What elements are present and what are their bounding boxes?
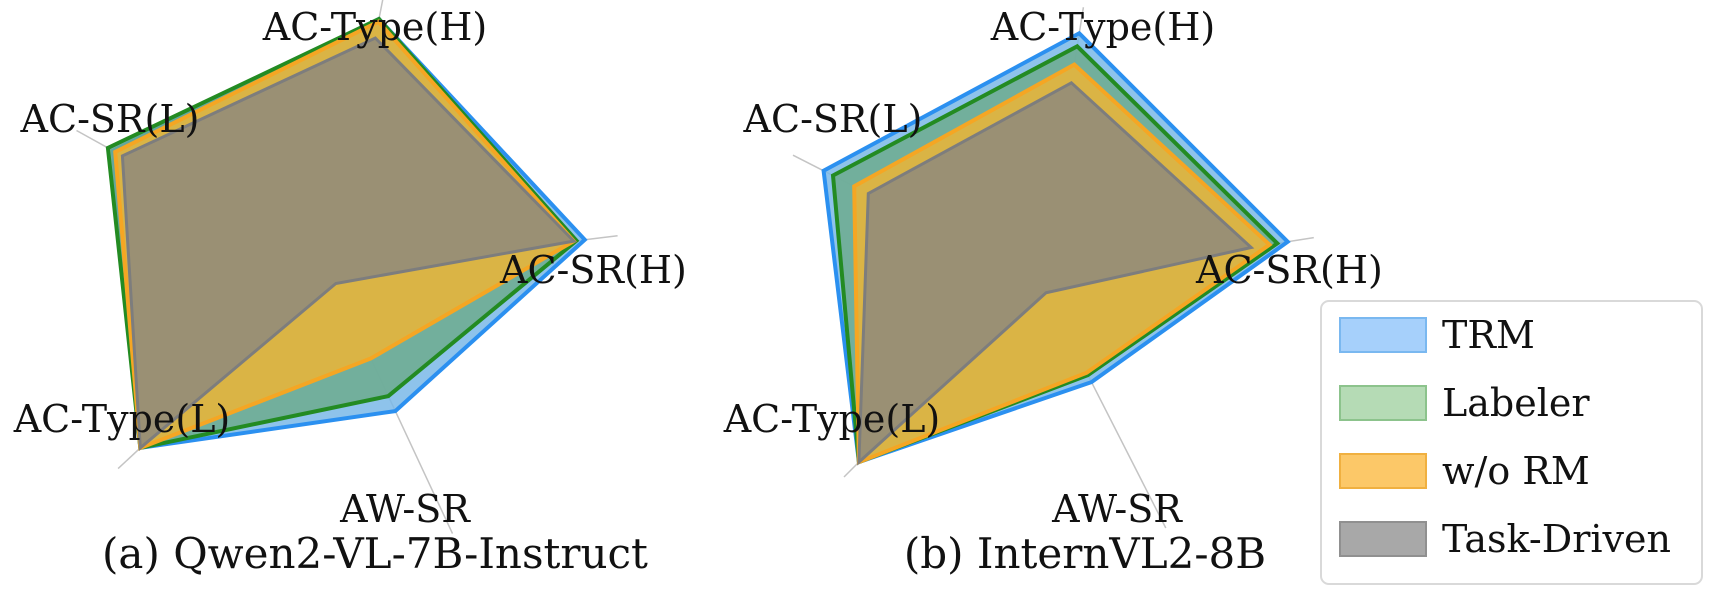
series-task-driven-polygon: [857, 80, 1255, 466]
axis-label-ac-sr-h: AC-SR(H): [1195, 248, 1383, 292]
axis-label-aw-sr: AW-SR: [1051, 487, 1183, 531]
legend: TRM Labeler w/o RM Task-Driven: [1320, 300, 1703, 585]
axis-label-ac-sr-l: AC-SR(L): [20, 97, 200, 141]
axis-label-ac-sr-h: AC-SR(H): [499, 248, 687, 292]
legend-swatch-wo-rm: [1339, 453, 1427, 489]
legend-swatch-trm: [1339, 317, 1427, 353]
radar-polygons: [105, 16, 588, 451]
legend-label-labeler: Labeler: [1442, 381, 1590, 425]
legend-swatch-task-driven: [1339, 521, 1427, 557]
subplot-caption-internvl: (b) InternVL2-8B: [904, 529, 1266, 578]
axis-label-ac-type-l: AC-Type(L): [723, 397, 941, 441]
legend-label-wo-rm: w/o RM: [1442, 449, 1590, 493]
radar-panel-qwen: AC-Type(H) AC-SR(H) AW-SR AC-Type(L) AC-…: [13, 0, 687, 578]
axis-label-ac-sr-l: AC-SR(L): [743, 97, 923, 141]
axis-label-ac-type-l: AC-Type(L): [13, 397, 231, 441]
radar-polygons: [821, 30, 1291, 466]
axis-label-aw-sr: AW-SR: [339, 487, 471, 531]
subplot-caption-qwen: (a) Qwen2-VL-7B-Instruct: [102, 529, 648, 578]
legend-label-task-driven: Task-Driven: [1442, 517, 1671, 561]
legend-frame: [1320, 300, 1703, 585]
legend-swatch-labeler: [1339, 385, 1427, 421]
axis-label-ac-type-h: AC-Type(H): [262, 5, 487, 49]
legend-label-trm: TRM: [1442, 313, 1535, 357]
axis-label-ac-type-h: AC-Type(H): [990, 5, 1215, 49]
radar-panel-internvl: AC-Type(H) AC-SR(H) AW-SR AC-Type(L) AC-…: [723, 5, 1383, 578]
series-task-driven-polygon: [120, 36, 577, 451]
